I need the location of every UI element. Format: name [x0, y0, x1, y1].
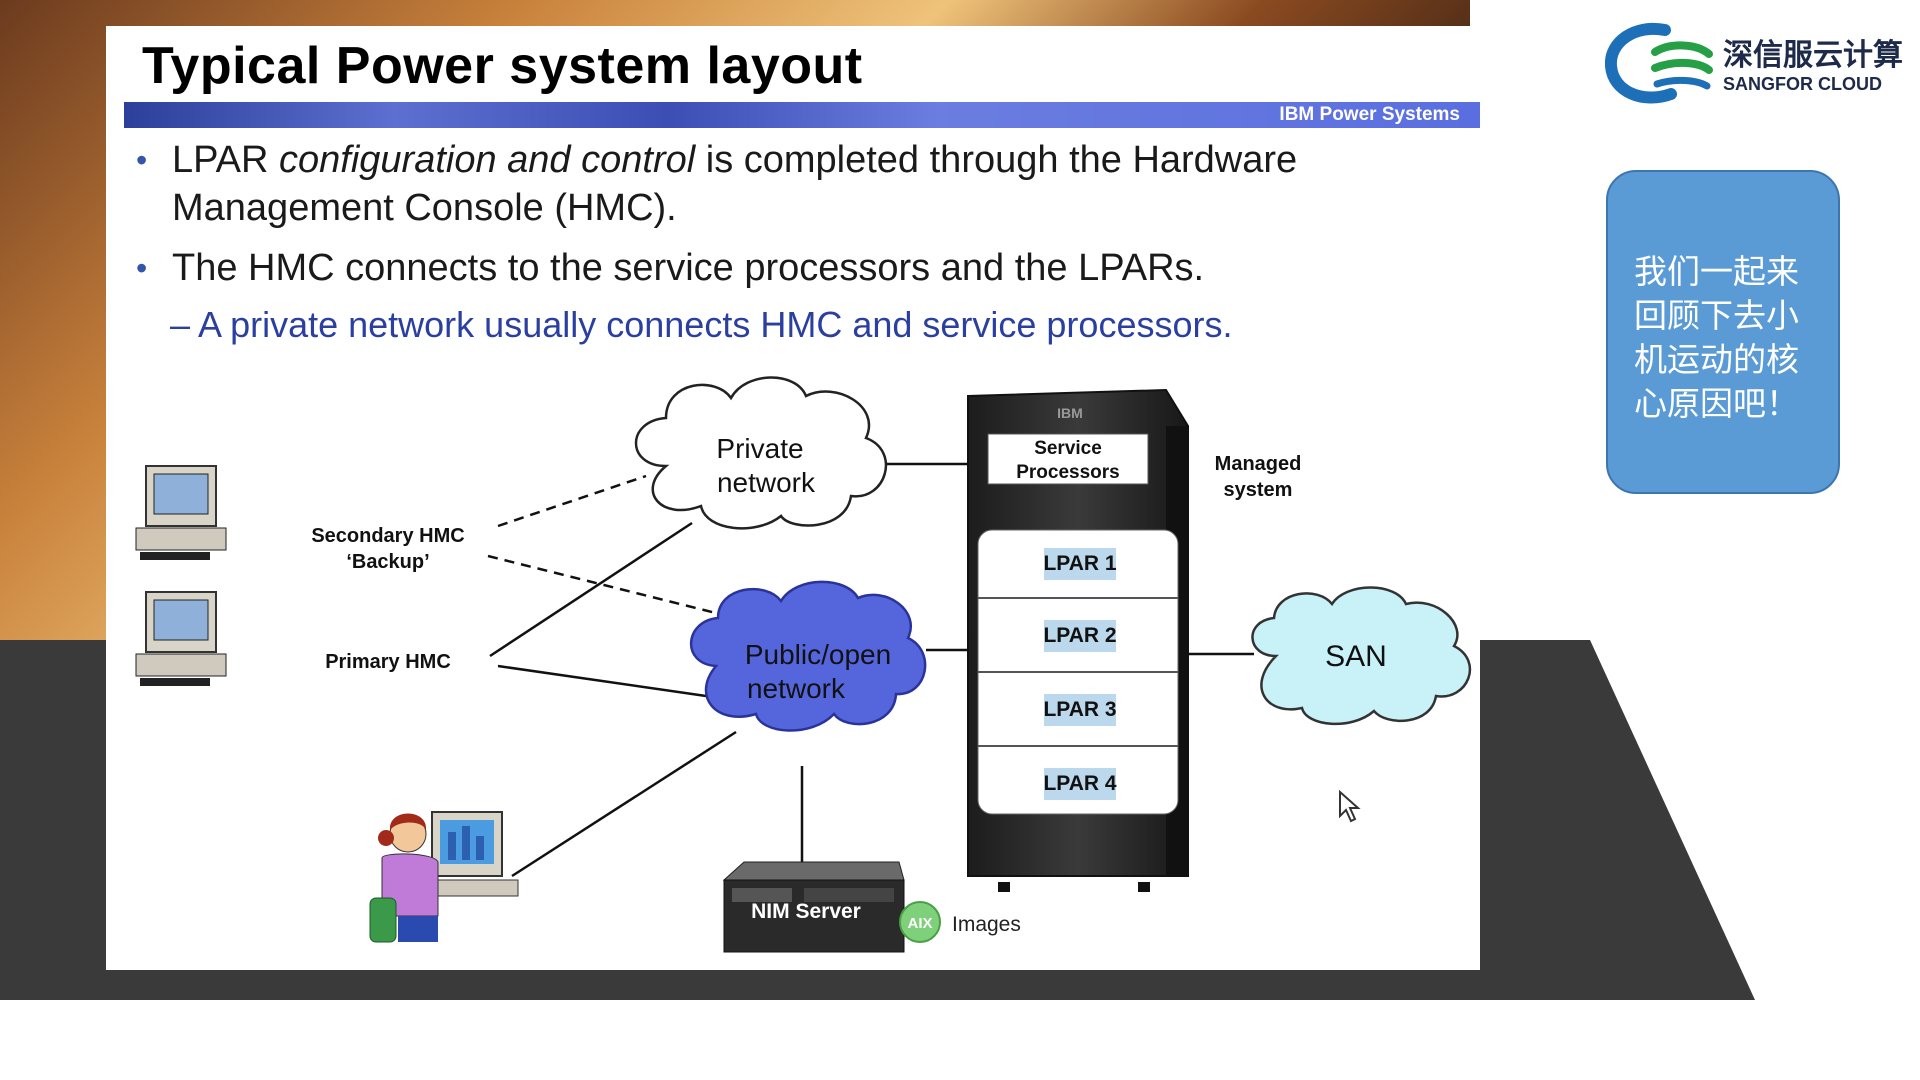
service-processors-label-2: Processors: [1016, 462, 1120, 483]
mouse-pointer-icon: [1339, 790, 1361, 823]
service-processors-box: [987, 433, 1149, 485]
bullet-dot-icon: •: [136, 142, 148, 178]
sub-bullet: – A private network usually connects HMC…: [170, 304, 1233, 345]
nim-server-label: NIM Server: [751, 900, 861, 923]
secondary-to-public-line: [487, 554, 737, 620]
bullet-2: • The HMC connects to the service proces…: [136, 244, 1372, 292]
primary-to-private-line: [489, 521, 693, 658]
primary-to-public-line: [497, 664, 707, 698]
private-network-label: Private: [716, 433, 803, 464]
nim-server-icon: [722, 861, 905, 953]
managed-system-label-2: system: [1224, 479, 1293, 501]
private-network-cloud: [634, 376, 888, 530]
secondary-hmc-backup-label: ‘Backup’: [346, 551, 429, 573]
callout-bubble: 我们一起来回顾下去小机运动的核心原因吧！: [1606, 170, 1840, 494]
san-cloud: [1251, 586, 1472, 726]
bullet-1-text: LPAR configuration and control is comple…: [172, 136, 1372, 232]
connection-lines: [487, 462, 1254, 878]
ibm-power-systems-label: IBM Power Systems: [1279, 104, 1460, 125]
public-network-cloud: [689, 580, 927, 732]
primary-hmc-label: Primary HMC: [325, 651, 451, 673]
title-bar: IBM Power Systems: [124, 102, 1480, 128]
slide: Typical Power system layout IBM Power Sy…: [106, 26, 1480, 970]
bullet-1-part-1: LPAR: [172, 139, 280, 181]
bullet-1-part-2: configuration and control: [279, 139, 696, 181]
brand-name-cn: 深信服云计算: [1723, 38, 1903, 73]
brand-logo: 深信服云计算 SANGFOR CLOUD: [1604, 18, 1905, 108]
lpar-3-label: LPAR 3: [1043, 698, 1116, 721]
public-network-label: Public/open: [745, 639, 891, 670]
secondary-to-private-line: [497, 474, 647, 528]
lpar-2-label: LPAR 2: [1043, 624, 1116, 647]
bullet-2-text: The HMC connects to the service processo…: [172, 247, 1205, 289]
user-to-public-line: [511, 730, 737, 878]
bullet-1: • LPAR configuration and control is comp…: [136, 136, 1372, 232]
secondary-hmc-computer-icon: [135, 465, 227, 560]
san-label: SAN: [1325, 640, 1387, 673]
callout-text: 我们一起来回顾下去小机运动的核心原因吧！: [1634, 252, 1799, 423]
lpar-1-label: LPAR 1: [1043, 552, 1116, 575]
primary-hmc-computer-icon: [135, 591, 227, 686]
bullet-dot-icon: •: [136, 250, 148, 286]
public-network-label-2: network: [747, 673, 846, 704]
brand-name-en: SANGFOR CLOUD: [1723, 74, 1882, 94]
managed-system-rack: [967, 388, 1189, 892]
bullet-1-part-3: is completed through the Hardware Manage…: [172, 139, 1298, 229]
user-at-computer-icon: [369, 811, 519, 943]
ibm-logo-badge: IBM: [1057, 405, 1083, 421]
system-diagram: Secondary HMC ‘Backup’ Primary HMC Priva…: [135, 376, 1472, 953]
private-network-label-2: network: [717, 467, 816, 498]
lpar-4-label: LPAR 4: [1043, 772, 1116, 795]
managed-system-label: Managed: [1215, 453, 1302, 475]
sangfor-logo-icon: [1604, 22, 1713, 104]
aix-badge-icon: [899, 901, 941, 943]
images-label: Images: [952, 913, 1021, 936]
secondary-hmc-label: Secondary HMC: [311, 525, 464, 547]
slide-title: Typical Power system layout: [142, 37, 863, 95]
aix-badge-label: AIX: [907, 915, 932, 932]
service-processors-label: Service: [1034, 438, 1102, 459]
